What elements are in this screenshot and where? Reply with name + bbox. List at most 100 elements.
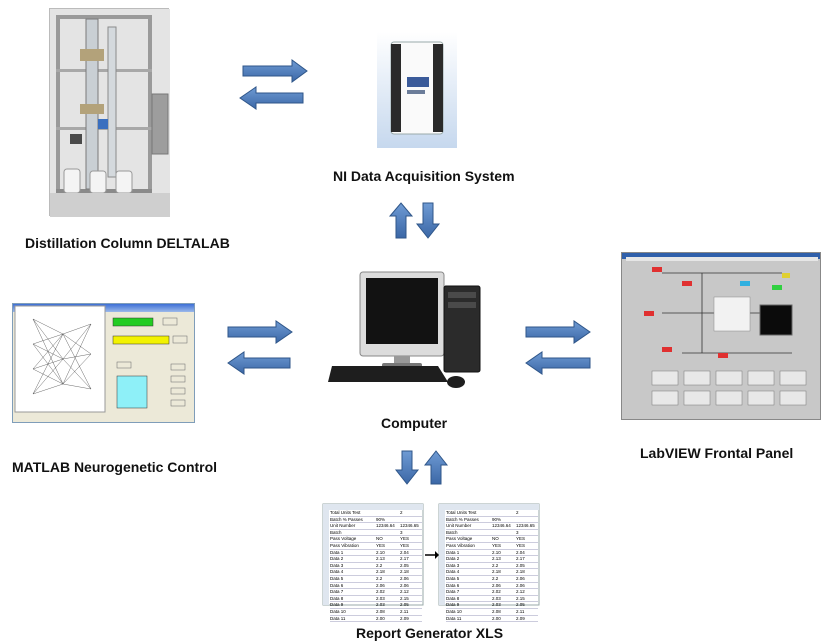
spreadsheet-row: Pass Voltage NO YES <box>446 536 538 543</box>
spreadsheet-cell: NO <box>376 536 383 542</box>
arrow-right-to-daq <box>242 59 308 83</box>
computer-drawing <box>328 271 481 388</box>
spreadsheet-cell: YES <box>400 542 410 548</box>
spreadsheet-cell: Pass Voltage <box>446 536 473 542</box>
arrow-up-to-daq <box>388 202 414 239</box>
spreadsheet-cell: 2.12 <box>516 589 525 595</box>
spreadsheet-row: Batch % Passes 90% <box>446 517 538 524</box>
spreadsheet-cell: Unit Number <box>330 523 356 529</box>
spreadsheet-row: Data 5 2.2 2.06 <box>330 576 422 583</box>
spreadsheet-cell: 2.17 <box>400 556 409 562</box>
spreadsheet-cell: Pass Voltage <box>330 536 357 542</box>
spreadsheet-cell: 2.2 <box>376 575 383 581</box>
spreadsheet-cell: Data 1 <box>446 549 460 555</box>
spreadsheet-cell: Total Units Test <box>446 510 477 515</box>
spreadsheet-cell: 2.09 <box>400 615 409 621</box>
arrow-right-to-computer-from-matlab <box>227 320 293 344</box>
spreadsheet-cell: Data 11 <box>330 615 346 621</box>
spreadsheet-cell: Batch <box>330 529 342 535</box>
spreadsheet-row: Data 11 2.00 2.09 <box>330 616 422 623</box>
spreadsheet-cell: 2.2 <box>492 562 499 568</box>
distillation-column-image <box>49 8 170 217</box>
spreadsheet-cell: 2 <box>516 510 519 515</box>
spreadsheet-cell: 12346.65 <box>400 523 419 529</box>
spreadsheet-cell: NO <box>492 536 499 542</box>
spreadsheet-cell: 2.02 <box>376 589 385 595</box>
spreadsheet-cell: Batch % Passes <box>446 516 479 522</box>
labview-panel-image <box>621 252 821 420</box>
spreadsheet-cell: 90% <box>376 516 386 522</box>
spreadsheet-cell: Data 5 <box>330 575 344 581</box>
spreadsheet-cell: 2.03 <box>376 602 385 608</box>
matlab-label: MATLAB Neurogenetic Control <box>12 459 218 475</box>
spreadsheet-cell: 12346.64 <box>492 523 511 529</box>
arrow-left-to-distillation <box>239 86 304 110</box>
spreadsheet-cell: Batch % Passes <box>330 516 363 522</box>
computer-image <box>328 270 498 395</box>
spreadsheet-cell: Data 7 <box>446 589 460 595</box>
spreadsheet-cell: 2.03 <box>492 602 501 608</box>
spreadsheet-cell: Data 8 <box>446 595 460 601</box>
spreadsheet-cell: Data 8 <box>330 595 344 601</box>
spreadsheet-cell <box>492 510 516 516</box>
spreadsheet-cell <box>376 510 400 516</box>
spreadsheet-cell: Unit Number <box>446 523 472 529</box>
spreadsheet-cell: Data 3 <box>446 562 460 568</box>
spreadsheet-cell: 2.09 <box>516 615 525 621</box>
spreadsheet-cell: Data 9 <box>330 602 344 608</box>
matlab-control-image <box>12 303 195 423</box>
spreadsheet-cell <box>400 517 422 523</box>
labview-label: LabVIEW Frontal Panel <box>640 445 794 461</box>
spreadsheet-cell: 2.05 <box>400 602 409 608</box>
spreadsheet-cell: 2.06 <box>400 575 409 581</box>
spreadsheet-cell: 2.18 <box>492 569 501 575</box>
spreadsheet-cell: Data 3 <box>330 562 344 568</box>
spreadsheet-cell: 3 <box>400 529 403 535</box>
spreadsheet-cell: 2.00 <box>376 615 385 621</box>
spreadsheet-row: Batch 3 <box>330 530 422 537</box>
spreadsheet-cell: Pass Vibration <box>446 542 475 548</box>
spreadsheet-row: Data 9 2.03 2.05 <box>330 602 422 609</box>
spreadsheet-cell: 12346.65 <box>516 523 535 529</box>
spreadsheet-cell: 2.00 <box>492 615 501 621</box>
spreadsheet-cell: Data 4 <box>330 569 344 575</box>
spreadsheet-cell <box>492 530 516 536</box>
spreadsheet-cell: Data 2 <box>330 556 344 562</box>
spreadsheet-cell: 2.12 <box>400 589 409 595</box>
matlab-network-plot <box>14 305 188 413</box>
spreadsheet-cell: 2.2 <box>492 575 499 581</box>
spreadsheet-cell: 2.06 <box>400 582 409 588</box>
spreadsheet-row: Unit Number 12346.64 12346.65 <box>330 523 422 530</box>
spreadsheet-row: Total Units Test 2 <box>446 510 538 517</box>
arrow-left-to-matlab <box>227 351 291 375</box>
daq-label: NI Data Acquisition System <box>333 168 515 184</box>
spreadsheet-cell: 2.06 <box>516 575 525 581</box>
spreadsheet-row: Unit Number 12346.64 12346.65 <box>446 523 538 530</box>
spreadsheet-cell: YES <box>516 536 526 542</box>
spreadsheet-cell: 12346.64 <box>376 523 395 529</box>
spreadsheet-cell: Data 2 <box>446 556 460 562</box>
spreadsheet-cell: 90% <box>492 516 502 522</box>
spreadsheet-cell: 2.17 <box>516 556 525 562</box>
arrow-up-to-computer-from-report <box>423 450 449 485</box>
spreadsheet-cell: 2.10 <box>492 549 501 555</box>
spreadsheet-cell: 2.05 <box>400 562 409 568</box>
